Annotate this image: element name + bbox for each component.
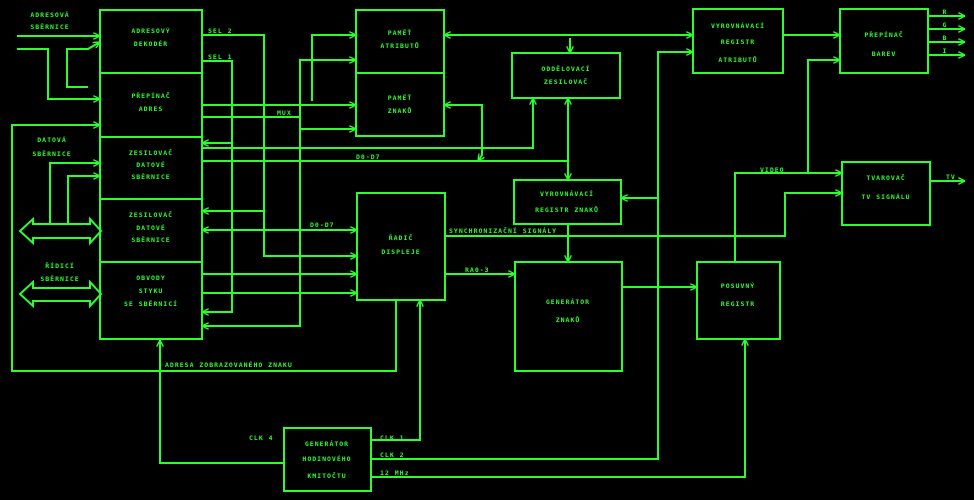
signal-b: B	[943, 34, 948, 42]
svg-text:TV SIGNÁLU: TV SIGNÁLU	[861, 192, 910, 201]
svg-text:TVAROVAČ: TVAROVAČ	[866, 173, 905, 182]
svg-text:VYROVNÁVACÍ: VYROVNÁVACÍ	[540, 189, 594, 198]
svg-text:DISPLEJE: DISPLEJE	[381, 248, 420, 256]
signal-tv: TV	[946, 173, 956, 181]
svg-text:SBĚRNICE: SBĚRNICE	[131, 172, 170, 181]
signal-sel2: SEL 2	[208, 27, 233, 35]
bus-datova-label: DATOVÁ SBĚRNICE	[32, 135, 71, 158]
datova-bus-double-arrow	[18, 216, 103, 246]
signal-sel1: SEL 1	[208, 53, 233, 61]
svg-text:PŘEPÍNAČ: PŘEPÍNAČ	[131, 91, 170, 100]
svg-text:OBVODY: OBVODY	[136, 274, 165, 282]
block-pamet-atributu: PAMĚŤ ATRIBUTŮ	[380, 28, 419, 50]
signal-d0d7-bottom: D0-D7	[310, 221, 335, 229]
svg-text:ATRIBUTŮ: ATRIBUTŮ	[718, 55, 757, 64]
svg-text:GENERÁTOR: GENERÁTOR	[546, 297, 590, 306]
block-posuvny-registr: POSUVNÝ REGISTR	[696, 261, 781, 340]
svg-text:SBĚRNICE: SBĚRNICE	[40, 274, 79, 283]
block-zesilovac-1: ZESILOVAČ DATOVÉ SBĚRNICE	[129, 148, 173, 181]
svg-text:ADRESOVÁ: ADRESOVÁ	[30, 10, 69, 19]
block-zesilovac-2: ZESILOVAČ DATOVÉ SBĚRNICE	[129, 210, 173, 244]
signal-adresa-znaku: ADRESA ZOBRAZOVANÉHO ZNAKU	[165, 360, 293, 369]
signal-d0d7-top: D0-D7	[356, 153, 381, 161]
svg-text:ZESILOVAČ: ZESILOVAČ	[129, 210, 173, 219]
svg-text:KMITOČTU: KMITOČTU	[307, 471, 346, 480]
svg-text:PŘEPÍNAČ: PŘEPÍNAČ	[864, 30, 903, 39]
bus-ridici-label: ŘÍDICÍ SBĚRNICE	[40, 261, 79, 283]
signal-g: G	[943, 21, 948, 29]
svg-text:DATOVÁ: DATOVÁ	[37, 135, 66, 144]
signal-r: R	[943, 8, 948, 16]
left-column-stack	[99, 9, 203, 340]
svg-text:SE SBĚRNICÍ: SE SBĚRNICÍ	[124, 299, 178, 308]
signal-clk2: CLK 2	[380, 451, 405, 459]
ridici-bus-double-arrow	[18, 279, 103, 309]
connections	[11, 16, 965, 478]
block-prepinac-adres: PŘEPÍNAČ ADRES	[131, 91, 170, 113]
svg-text:REGISTR: REGISTR	[721, 300, 755, 308]
svg-text:DEKODÉR: DEKODÉR	[134, 39, 168, 48]
block-prepinac-barev: PŘEPÍNAČ BAREV	[839, 8, 929, 74]
block-adresovy-dekoder: ADRESOVÝ DEKODÉR	[131, 26, 170, 48]
svg-text:VYROVNÁVACÍ: VYROVNÁVACÍ	[711, 21, 765, 30]
svg-text:POSUVNÝ: POSUVNÝ	[721, 281, 755, 290]
svg-text:PAMĚŤ: PAMĚŤ	[388, 93, 413, 102]
svg-text:REGISTR ZNAKŮ: REGISTR ZNAKŮ	[535, 205, 599, 214]
block-obvody-styku: OBVODY STYKU SE SBĚRNICÍ	[124, 274, 178, 308]
signal-i: I	[943, 47, 948, 55]
svg-text:GENERÁTOR: GENERÁTOR	[305, 439, 349, 448]
svg-text:ZESILOVAČ: ZESILOVAČ	[129, 148, 173, 157]
svg-text:ZNAKŮ: ZNAKŮ	[556, 315, 581, 324]
block-generator-znaku: GENERÁTOR ZNAKŮ	[514, 261, 623, 372]
svg-text:ŘÍDICÍ: ŘÍDICÍ	[45, 261, 74, 270]
svg-text:BAREV: BAREV	[872, 50, 897, 58]
svg-text:DATOVÉ: DATOVÉ	[136, 223, 165, 232]
signal-video: VIDEO	[760, 166, 785, 174]
svg-text:PAMĚŤ: PAMĚŤ	[388, 28, 413, 37]
block-pamet-znaku: PAMĚŤ ZNAKŮ	[388, 93, 413, 115]
svg-text:ŘADIČ: ŘADIČ	[389, 233, 414, 242]
block-tvarovac: TVAROVAČ TV SIGNÁLU	[841, 161, 931, 226]
signal-clk1: CLK 1	[380, 434, 405, 442]
svg-text:ADRESOVÝ: ADRESOVÝ	[131, 26, 170, 35]
block-generator-hodin: GENERÁTOR HODINOVÉHO KMITOČTU	[283, 427, 372, 492]
svg-text:ATRIBUTŮ: ATRIBUTŮ	[380, 41, 419, 50]
bus-adresova-label: ADRESOVÁ SBĚRNICE	[30, 10, 69, 31]
signal-12mhz: 12 MHz	[380, 469, 409, 477]
svg-text:ODDĚLOVACÍ: ODDĚLOVACÍ	[541, 64, 590, 73]
block-radic-displeje: ŘADIČ DISPLEJE	[356, 192, 446, 301]
signal-ra: RA0-3	[465, 266, 490, 274]
svg-text:DATOVÉ: DATOVÉ	[136, 160, 165, 169]
svg-text:SBĚRNICE: SBĚRNICE	[131, 235, 170, 244]
svg-text:ADRES: ADRES	[139, 105, 164, 113]
svg-text:STYKU: STYKU	[139, 287, 164, 295]
svg-text:SBĚRNICE: SBĚRNICE	[30, 22, 69, 31]
signal-mux: MUX	[277, 109, 292, 117]
block-vr-atributu: VYROVNÁVACÍ REGISTR ATRIBUTŮ	[692, 8, 784, 74]
svg-text:SBĚRNICE: SBĚRNICE	[32, 149, 71, 158]
svg-text:REGISTR: REGISTR	[721, 38, 755, 46]
block-oddelovaci-zesilovac: ODDĚLOVACÍ ZESILOVAČ	[511, 52, 621, 99]
svg-text:HODINOVÉHO: HODINOVÉHO	[302, 454, 351, 463]
signal-clk4: CLK 4	[249, 434, 274, 442]
block-vr-znaku: VYROVNÁVACÍ REGISTR ZNAKŮ	[513, 179, 622, 225]
signal-sync: SYNCHRONIZAČNÍ SIGNÁLY	[449, 226, 557, 235]
svg-text:ZESILOVAČ: ZESILOVAČ	[544, 77, 588, 86]
svg-text:ZNAKŮ: ZNAKŮ	[388, 106, 413, 115]
